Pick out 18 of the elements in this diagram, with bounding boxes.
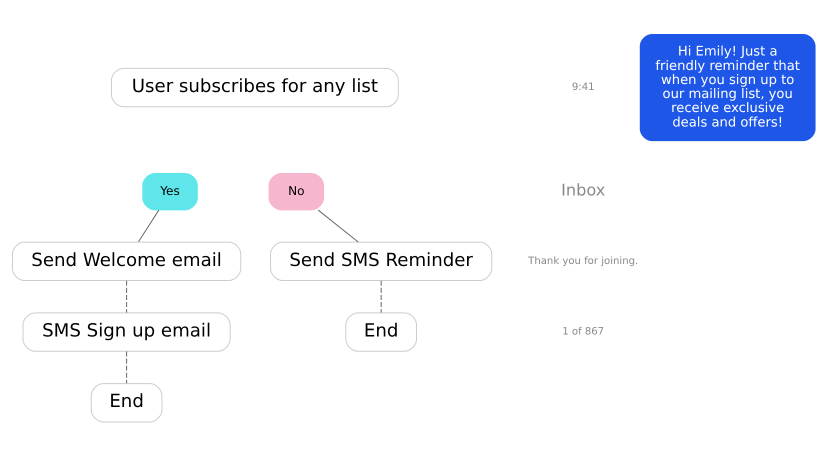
- node-box: User subscribes for any list: [110, 67, 399, 107]
- node-box: Send SMS Reminder: [270, 241, 492, 281]
- connector: [126, 280, 128, 312]
- connector: [318, 209, 359, 242]
- label: Hi Emily! Just a friendly reminder that when you sign up to our mailing list, you receive exclusive deals and offers!: [655, 44, 800, 130]
- connector: [138, 209, 160, 242]
- node-box: No: [268, 172, 324, 210]
- node-box: Send Welcome email: [12, 241, 242, 281]
- label: Thank you for joining.: [528, 255, 638, 266]
- connector: [380, 280, 382, 312]
- label: 9:41: [572, 82, 595, 93]
- label: 1 of 867: [562, 326, 604, 338]
- node-box: Yes: [142, 172, 198, 210]
- node-box: SMS Sign up email: [22, 312, 231, 352]
- node-box: End: [90, 382, 162, 422]
- connector: [126, 350, 128, 383]
- label: Inbox: [561, 180, 606, 199]
- node-box: End: [345, 312, 418, 352]
